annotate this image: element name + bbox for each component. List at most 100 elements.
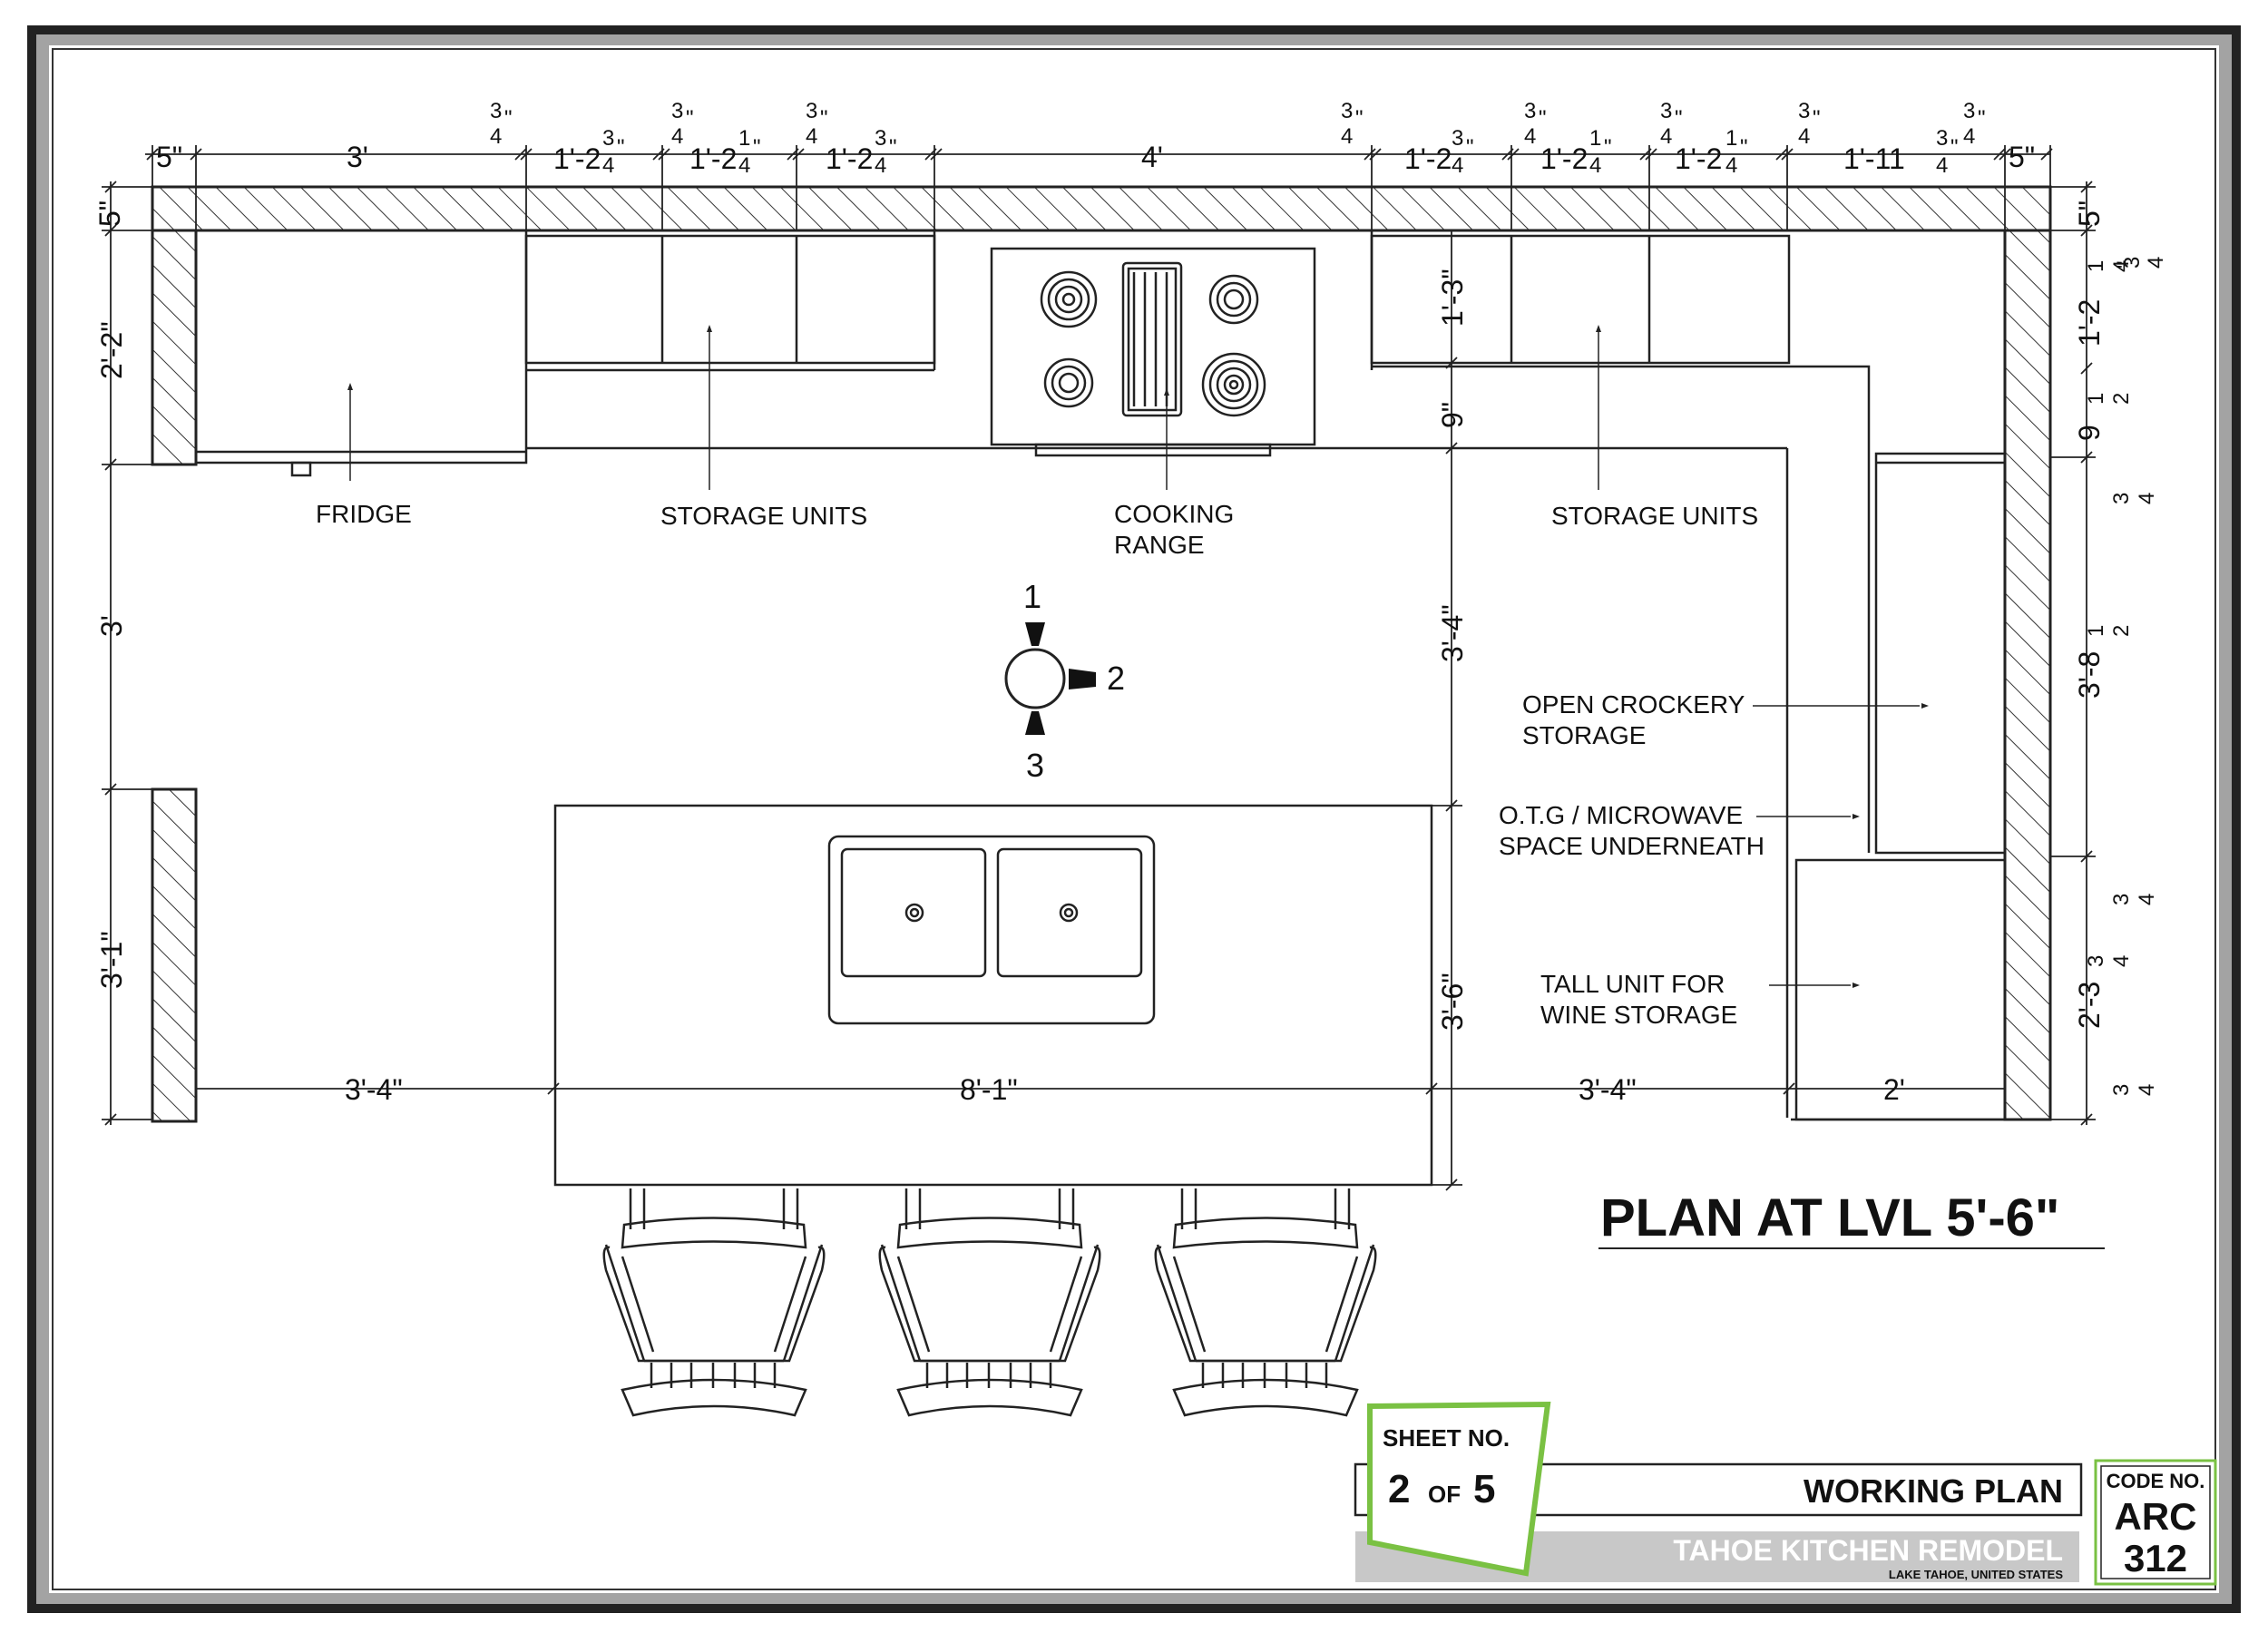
svg-text:3: 3 bbox=[602, 126, 614, 151]
svg-text:1: 1 bbox=[1589, 126, 1601, 151]
svg-text:": " bbox=[686, 106, 694, 131]
inner-dim-1: 1'-3" bbox=[1436, 269, 1469, 327]
svg-text:4: 4 bbox=[1936, 153, 1948, 178]
svg-text:4: 4 bbox=[738, 153, 750, 178]
svg-text:4: 4 bbox=[1341, 124, 1353, 149]
svg-text:4: 4 bbox=[2109, 260, 2134, 272]
top-dim-9: 1'-2 bbox=[1675, 142, 1722, 175]
plan-title-group: PLAN AT LVL 5'-6" bbox=[1598, 1188, 2105, 1249]
view-arrow-2 bbox=[1069, 669, 1096, 689]
bottom-dim-1: 3'-4" bbox=[345, 1073, 403, 1106]
svg-text:4: 4 bbox=[806, 124, 817, 149]
svg-text:": " bbox=[617, 135, 625, 160]
svg-text:1: 1 bbox=[2084, 393, 2108, 405]
right-dimension-text: 5" 1'-2 9 3'-8 2'-3 " 1 4 1 2 1 2 3 4 3 … bbox=[2073, 200, 2168, 1096]
sheet-label: SHEET NO. bbox=[1383, 1424, 1510, 1452]
label-storage-left: STORAGE UNITS bbox=[660, 502, 867, 530]
svg-text:4: 4 bbox=[671, 124, 683, 149]
svg-text:3: 3 bbox=[1936, 126, 1948, 151]
crockery-box bbox=[1874, 452, 2007, 855]
svg-text:3: 3 bbox=[875, 126, 886, 151]
svg-text:2: 2 bbox=[2109, 393, 2134, 405]
sheet-badge bbox=[1367, 1401, 1551, 1577]
svg-text:": " bbox=[1813, 106, 1821, 131]
project-location: LAKE TAHOE, UNITED STATES bbox=[1889, 1568, 2063, 1581]
counter-outline bbox=[194, 229, 2050, 1121]
plan-title: PLAN AT LVL 5'-6" bbox=[1600, 1188, 2059, 1247]
inner-dimensions bbox=[1432, 230, 1462, 1191]
cooking-range bbox=[990, 247, 1316, 457]
code-box bbox=[2094, 1459, 2217, 1586]
top-extension-lines bbox=[152, 145, 2051, 230]
left-dim-4: 3'-1" bbox=[95, 931, 128, 989]
svg-text:4: 4 bbox=[490, 124, 502, 149]
drawing-name: WORKING PLAN bbox=[1804, 1472, 2063, 1510]
island bbox=[553, 804, 1433, 1187]
svg-text:4: 4 bbox=[602, 153, 614, 178]
svg-text:3: 3 bbox=[2109, 493, 2134, 504]
svg-text:3: 3 bbox=[806, 99, 817, 123]
top-dim-11: 5" bbox=[2009, 141, 2035, 173]
sheet-total: 5 bbox=[1473, 1467, 1495, 1511]
project-name: TAHOE KITCHEN REMODEL bbox=[1673, 1534, 2063, 1567]
svg-text:4: 4 bbox=[2135, 493, 2159, 504]
svg-text:3: 3 bbox=[1798, 99, 1810, 123]
inner-dim-3: 3'-4" bbox=[1436, 604, 1469, 662]
top-dim-1: 5" bbox=[156, 141, 182, 173]
svg-text:": " bbox=[1978, 106, 1986, 131]
code-line-1: ARC bbox=[2115, 1495, 2197, 1538]
svg-text:": " bbox=[753, 135, 761, 160]
label-wine-2: WINE STORAGE bbox=[1540, 1001, 1737, 1029]
label-wine-1: TALL UNIT FOR bbox=[1540, 970, 1725, 998]
svg-text:3: 3 bbox=[490, 99, 502, 123]
stool-1 bbox=[602, 1188, 826, 1417]
label-fridge: FRIDGE bbox=[316, 500, 412, 528]
burner-bottom-right bbox=[1201, 352, 1266, 417]
top-dimension-text: 5" 3' 1'-2 1'-2 1'-2 4' 1'-2 1'-2 1'-2 1… bbox=[156, 99, 2035, 178]
left-dim-1: 5" bbox=[93, 200, 126, 227]
svg-text:3: 3 bbox=[1452, 126, 1463, 151]
inner-dim-4: 3'-6" bbox=[1436, 973, 1469, 1031]
bottom-dim-2: 8'-1" bbox=[960, 1073, 1018, 1106]
svg-text:4: 4 bbox=[1524, 124, 1536, 149]
stool-2 bbox=[878, 1188, 1101, 1417]
burner-bottom-left bbox=[1043, 357, 1094, 408]
burner-top-left bbox=[1040, 270, 1098, 328]
svg-text:3: 3 bbox=[1660, 99, 1672, 123]
right-dimensions bbox=[2050, 181, 2096, 1126]
left-dim-2: 2'-2" bbox=[95, 321, 128, 379]
svg-text:": " bbox=[1539, 106, 1547, 131]
label-otg-1: O.T.G / MICROWAVE bbox=[1499, 801, 1743, 829]
code-label: CODE NO. bbox=[2107, 1470, 2205, 1492]
svg-text:": " bbox=[820, 106, 828, 131]
griddle bbox=[1121, 261, 1183, 417]
svg-text:4: 4 bbox=[1798, 124, 1810, 149]
bottom-dimension-text: 3'-4" 8'-1" 3'-4" 2' bbox=[345, 1073, 1905, 1106]
inner-dim-2: 9" bbox=[1436, 402, 1469, 428]
top-dimensions bbox=[145, 145, 2053, 230]
svg-text:4: 4 bbox=[2109, 955, 2134, 967]
top-dim-7: 1'-2 bbox=[1404, 142, 1452, 175]
bottom-dimensions bbox=[196, 1082, 2005, 1095]
svg-text:": " bbox=[1355, 106, 1364, 131]
svg-text:4: 4 bbox=[1660, 124, 1672, 149]
svg-text:3: 3 bbox=[2109, 1084, 2134, 1096]
sheet-number: 2 bbox=[1388, 1467, 1410, 1511]
bottom-dim-3: 3'-4" bbox=[1579, 1073, 1637, 1106]
code-line-2: 312 bbox=[2124, 1537, 2187, 1579]
svg-text:1: 1 bbox=[1725, 126, 1737, 151]
svg-text:1: 1 bbox=[2084, 260, 2108, 272]
right-dim-3: 9 bbox=[2073, 425, 2106, 441]
svg-text:4: 4 bbox=[2135, 894, 2159, 905]
label-cooking-1: COOKING bbox=[1114, 500, 1234, 528]
top-dim-5: 1'-2 bbox=[826, 142, 873, 175]
svg-text:4: 4 bbox=[1963, 124, 1975, 149]
svg-text:3: 3 bbox=[2109, 894, 2134, 905]
svg-text:3: 3 bbox=[2084, 955, 2108, 967]
stool-3 bbox=[1154, 1188, 1377, 1417]
top-dim-8: 1'-2 bbox=[1540, 142, 1588, 175]
left-dimension-text: 5" 2'-2" 3' 3'-1" bbox=[93, 200, 128, 989]
svg-text:1: 1 bbox=[738, 126, 750, 151]
svg-text:": " bbox=[2113, 260, 2137, 269]
